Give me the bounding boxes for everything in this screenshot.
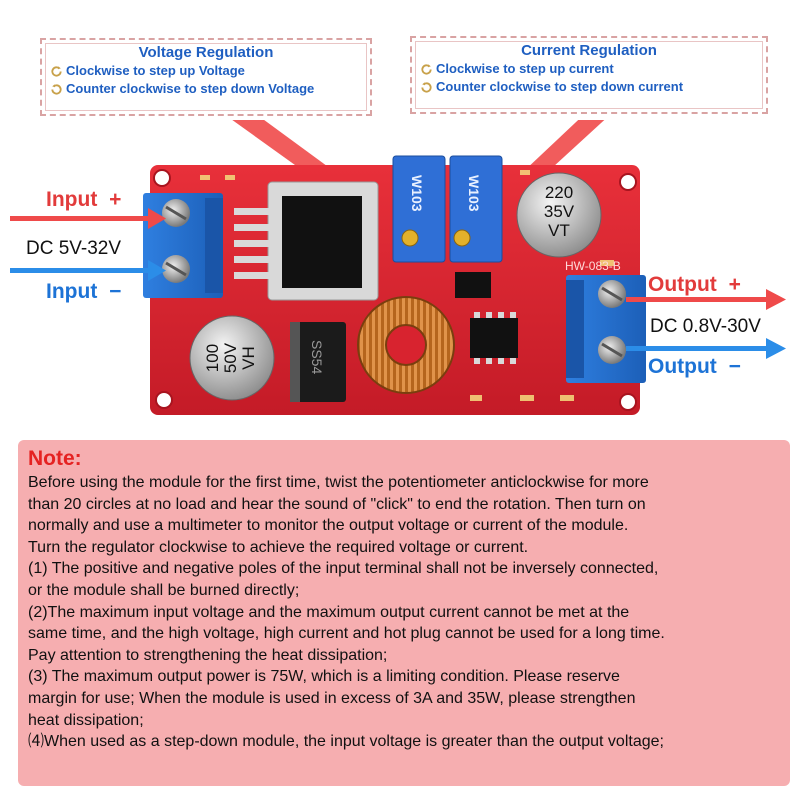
input-terminal-block [143, 193, 223, 298]
cap-label: VT [548, 221, 570, 240]
pot-code-label: W103 [409, 175, 425, 212]
control-ic [470, 312, 518, 364]
output-voltage-range: DC 0.8V-30V [650, 316, 761, 337]
output-capacitor: 220 35V VT [516, 172, 602, 258]
output-positive-label: Output + [648, 273, 741, 296]
pot-code-label: W103 [466, 175, 482, 212]
transistor [455, 272, 491, 298]
note-line: Before using the module for the first ti… [28, 474, 649, 491]
mount-hole [155, 391, 173, 409]
voltage-cw-text: Clockwise to step up Voltage [66, 63, 245, 78]
cap-label: 35V [544, 202, 575, 221]
note-line: margin for use; When the module is used … [28, 689, 636, 707]
voltage-regulation-callout: Voltage Regulation Clockwise to step up … [40, 38, 372, 116]
rotate-clockwise-icon [421, 63, 432, 75]
rotate-clockwise-icon [51, 65, 62, 77]
note-line: Pay attention to strengthening the heat … [28, 646, 388, 664]
board-scene: W103 W103 220 35V VT HW-083-B 100 50V VH… [10, 120, 786, 415]
input-positive-label: Input + [46, 188, 122, 211]
note-panel: Note: Before using the module for the fi… [18, 440, 790, 786]
note-line: or the module shall be burned directly; [28, 581, 300, 599]
current-ccw-text: Counter clockwise to step down current [436, 79, 684, 94]
note-line: ⑷When used as a step-down module, the in… [28, 733, 664, 751]
current-potentiometer: W103 [449, 155, 503, 263]
rotate-counterclockwise-icon [51, 83, 62, 95]
output-positive-arrow [626, 289, 786, 310]
note-body: Before using the module for the first ti… [28, 472, 780, 753]
note-title: Note: [28, 447, 82, 470]
current-regulation-callout: Current Regulation Clockwise to step up … [410, 36, 768, 114]
current-cw-text: Clockwise to step up current [436, 61, 614, 76]
output-negative-label: Output − [648, 355, 741, 378]
schottky-diode: SS54 [290, 322, 346, 402]
voltage-ccw-text: Counter clockwise to step down Voltage [66, 81, 315, 96]
cap-label: 100 [203, 344, 222, 372]
pot-adjust-screw [453, 229, 471, 247]
rotate-counterclockwise-icon [421, 81, 432, 93]
note-line: Turn the regulator clockwise to achieve … [28, 538, 529, 556]
cap-label: VH [239, 346, 258, 370]
note-line: than 20 circles at no load and hear the … [28, 495, 646, 513]
input-positive-arrow [10, 208, 166, 229]
input-negative-label: Input − [46, 280, 122, 303]
output-negative-arrow [626, 338, 786, 359]
mount-hole [619, 173, 637, 191]
note-line: normally and use a multimeter to monitor… [28, 517, 629, 535]
regulator-ic [234, 181, 379, 301]
note-line: (3) The maximum output power is 75W, whi… [28, 668, 620, 686]
diode-label: SS54 [309, 340, 325, 374]
input-capacitor: 100 50V VH [189, 315, 275, 401]
voltage-regulation-title: Voltage Regulation [138, 44, 274, 61]
note-line: same time, and the high voltage, high cu… [28, 625, 665, 643]
note-line: (1) The positive and negative poles of t… [28, 560, 659, 578]
output-terminal-block [566, 275, 646, 383]
voltage-potentiometer: W103 [392, 155, 446, 263]
board-model-label: HW-083-B [565, 259, 621, 273]
current-regulation-title: Current Regulation [521, 42, 657, 59]
cap-label: 50V [221, 342, 240, 373]
cap-label: 220 [545, 183, 573, 202]
pot-adjust-screw [401, 229, 419, 247]
toroid-inductor [357, 296, 455, 394]
input-negative-arrow [10, 260, 166, 281]
note-line: heat dissipation; [28, 711, 144, 729]
input-voltage-range: DC 5V-32V [26, 238, 122, 259]
note-line: (2)The maximum input voltage and the max… [28, 603, 630, 621]
mount-hole [153, 169, 171, 187]
mount-hole [619, 393, 637, 411]
